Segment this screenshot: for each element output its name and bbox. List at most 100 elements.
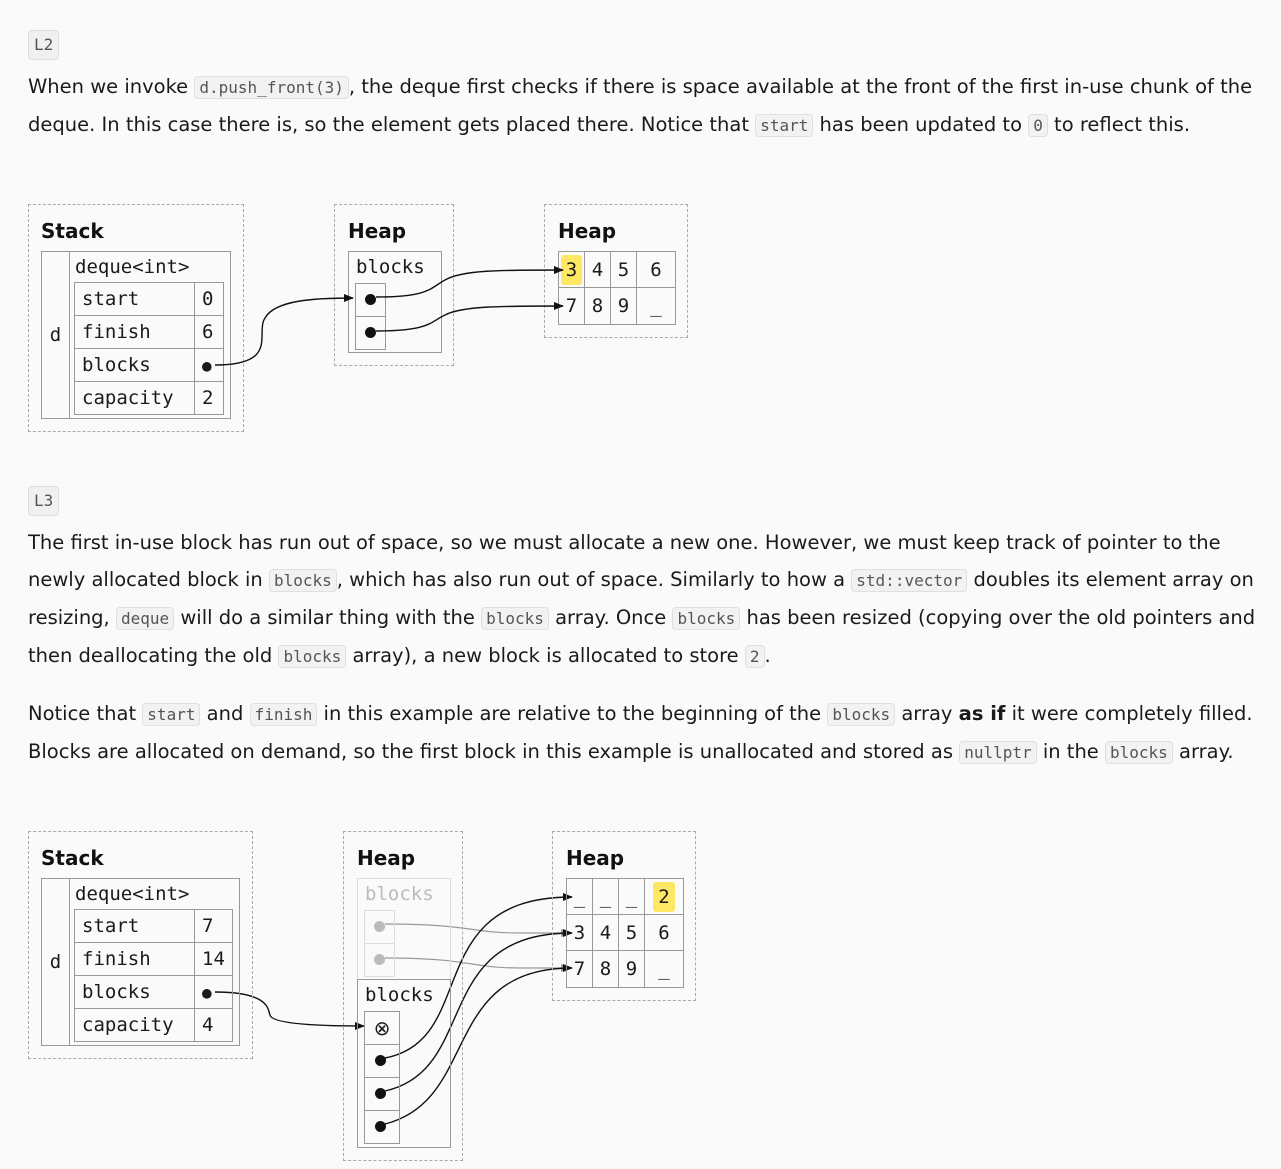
blocks-label: blocks [356, 256, 425, 278]
field-value-start: 7 [194, 909, 233, 943]
element-value: _ [573, 885, 586, 908]
element-cell: _ [637, 288, 675, 324]
field-name-blocks: blocks [74, 975, 195, 1009]
old-blocks-label: blocks [365, 883, 434, 905]
stack-title: Stack [41, 219, 104, 243]
element-value: 6 [658, 921, 670, 944]
element-cell: 8 [585, 288, 611, 324]
inline-code: blocks [672, 607, 741, 630]
element-cell: 3 [567, 915, 593, 951]
heap-frame-blocks: Heap blocks blocks ⊗ [343, 831, 463, 1161]
element-cell: 6 [637, 252, 675, 288]
step-description: When we invoke d.push_front(3), the dequ… [28, 75, 1253, 137]
element-cell: 4 [593, 915, 619, 951]
emphasis: as if [958, 702, 1006, 725]
step-label: L3 [28, 486, 60, 516]
element-value: 4 [591, 258, 604, 281]
pointer-dot: ● [194, 975, 233, 1009]
field-value-finish: 6 [194, 315, 224, 349]
variable-box: d deque<int> start 0 finish 6 blocks ● c… [41, 251, 231, 419]
element-value: 9 [625, 958, 638, 980]
element-cell: 2 [645, 879, 683, 915]
null-slot: ⊗ [364, 1011, 400, 1045]
new-blocks-label: blocks [365, 984, 434, 1006]
inline-code: d.push_front(3) [194, 76, 349, 99]
inline-code: start [755, 114, 814, 137]
inline-code: nullptr [959, 741, 1037, 764]
element-cell: 5 [611, 252, 637, 288]
stale-pointer-dot [374, 921, 385, 932]
step-label: L2 [28, 30, 60, 60]
field-value-capacity: 2 [194, 381, 224, 415]
element-value: 7 [573, 958, 586, 980]
field-value-capacity: 4 [194, 1008, 233, 1042]
element-value: 8 [591, 295, 604, 317]
heap-title: Heap [558, 219, 617, 243]
inline-code: std::vector [851, 569, 968, 592]
element-cell: 3 [559, 252, 585, 288]
element-value: _ [658, 958, 670, 980]
inline-code: blocks [481, 607, 549, 630]
pointer-dot [375, 1088, 386, 1099]
element-value: 6 [650, 258, 662, 281]
element-cell: _ [645, 951, 683, 987]
element-cell: _ [567, 879, 593, 915]
stack-title: Stack [41, 846, 104, 870]
element-value: 3 [573, 921, 586, 944]
element-value: 2 [653, 881, 675, 912]
element-value: 7 [565, 295, 578, 317]
pointer-dot [375, 1055, 386, 1066]
heap-title: Heap [348, 219, 407, 243]
stack-frame: Stack d deque<int> start 0 finish 6 bloc… [28, 204, 244, 432]
inline-code: start [142, 703, 201, 726]
element-value: _ [650, 295, 662, 317]
element-value: 5 [617, 258, 630, 281]
field-value-finish: 14 [194, 942, 233, 976]
stack-frame: Stack d deque<int> start 7 finish 14 blo… [28, 831, 253, 1059]
heap-title: Heap [566, 846, 625, 870]
inline-code: blocks [1105, 741, 1173, 764]
variable-name: d [42, 879, 70, 1045]
inline-code: blocks [268, 569, 337, 592]
stale-pointer-dot [374, 954, 385, 965]
field-name-start: start [74, 909, 195, 943]
pointer-dot: ● [194, 348, 224, 382]
field-name-finish: finish [74, 315, 195, 349]
element-cell: _ [593, 879, 619, 915]
inline-code: blocks [278, 645, 347, 668]
inline-code: finish [249, 703, 318, 726]
variable-box: d deque<int> start 7 finish 14 blocks ● … [41, 878, 240, 1046]
step-note: Notice that start and finish in this exa… [28, 702, 1253, 764]
element-cell: 9 [619, 951, 645, 987]
field-name-capacity: capacity [74, 1008, 195, 1042]
element-value: 3 [560, 254, 583, 285]
inline-code: 2 [744, 645, 765, 668]
old-blocks-slot [364, 943, 395, 977]
type-label: deque<int> [75, 883, 190, 905]
pointer-dot [365, 294, 376, 305]
inline-code: blocks [827, 703, 896, 726]
element-value: 9 [617, 295, 630, 317]
element-cell: 4 [585, 252, 611, 288]
element-cell: 9 [611, 288, 637, 324]
heap-frame-blocks: Heap blocks [334, 204, 454, 366]
inline-code: 0 [1028, 114, 1048, 137]
inline-code: deque [115, 607, 175, 630]
element-cell: 7 [559, 288, 585, 324]
field-name-start: start [74, 282, 195, 316]
blocks-slot [355, 316, 386, 350]
element-value: 8 [599, 958, 612, 980]
field-name-blocks: blocks [74, 348, 195, 382]
old-blocks-array: blocks [357, 878, 451, 980]
field-name-capacity: capacity [74, 381, 195, 415]
element-value: 4 [599, 921, 612, 944]
old-blocks-slot [364, 910, 395, 944]
element-cell: 6 [645, 915, 683, 951]
pointer-dot [375, 1121, 386, 1132]
element-value: _ [599, 885, 612, 908]
blocks-slot [364, 1077, 400, 1111]
element-value: _ [625, 885, 638, 908]
